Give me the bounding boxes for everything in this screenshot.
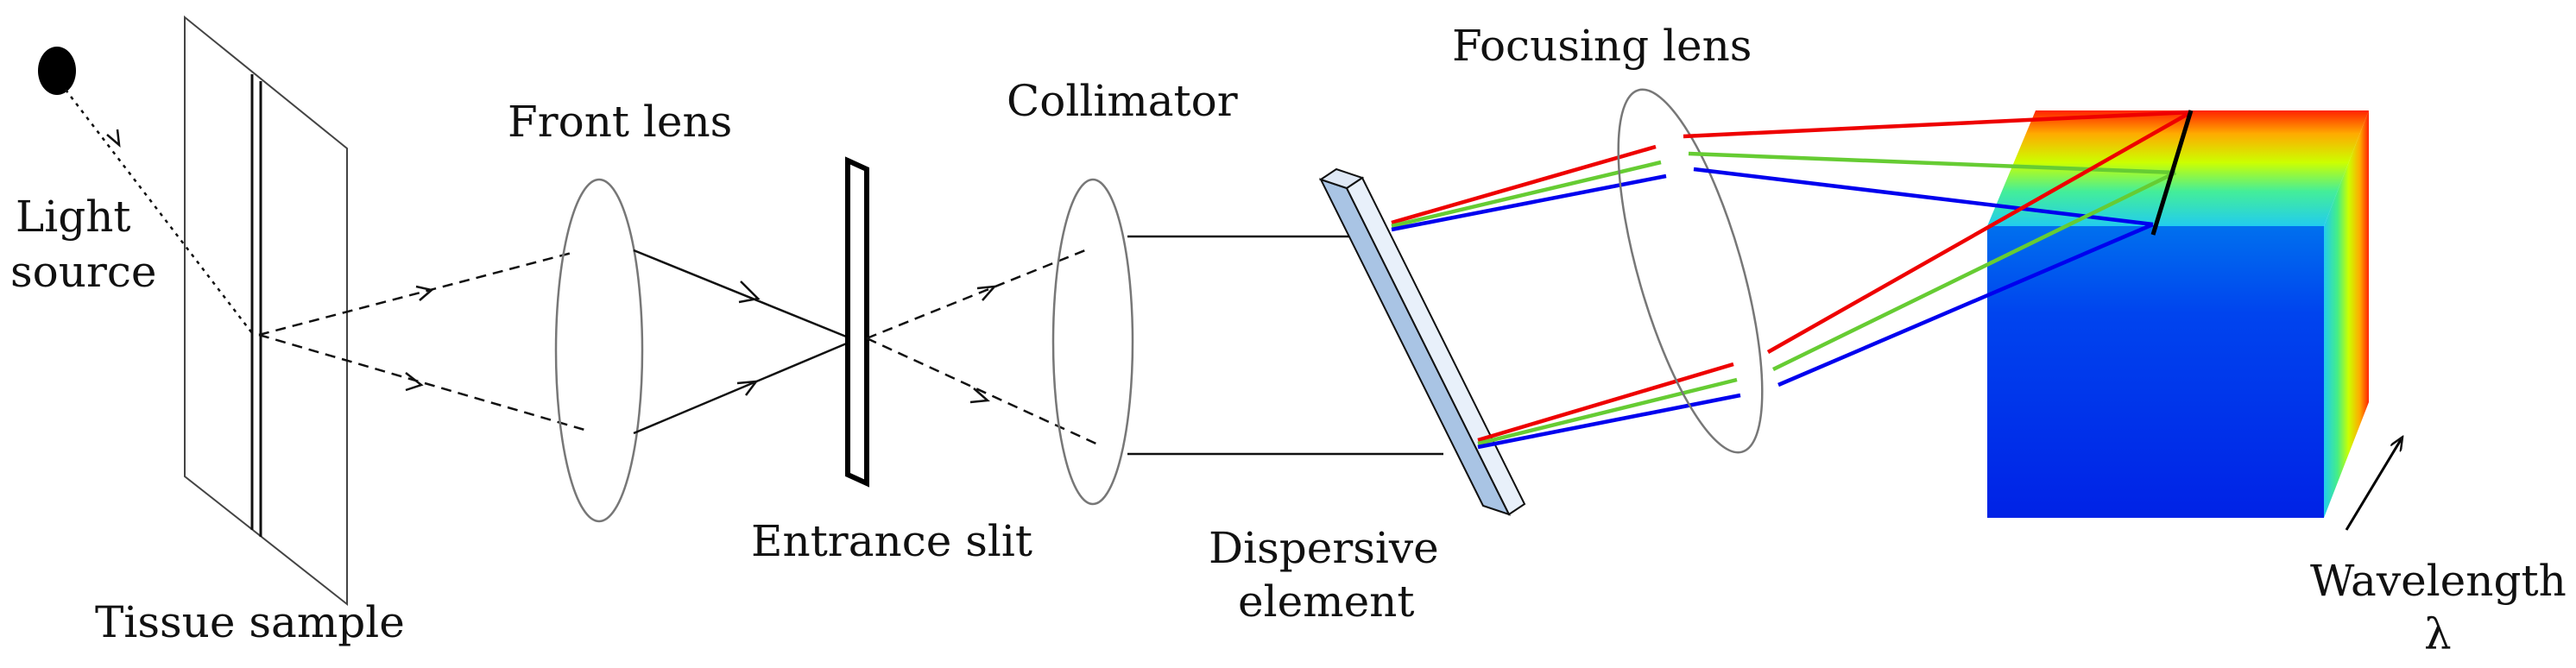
cube-side-face [2324,110,2369,518]
ray-lower-2 [633,338,856,435]
collimator-label: Collimator [1007,76,1238,126]
ray-lower-1-arrow [405,372,424,392]
ray-upper-3 [866,247,1090,340]
ray-lower-2-arrow [736,380,759,396]
ray-lower-3 [866,337,1101,447]
dispersive-element-label-line2: element [1238,577,1414,627]
front-lens [554,178,644,523]
wavelength-label: Wavelength [2310,556,2567,606]
ray-upper-2 [633,249,856,342]
ray-upper-2-arrow [738,280,761,304]
ray-green-lower-b [1772,170,2176,372]
ray-blue-lower-a [1477,393,1741,450]
cube-front-face [1987,226,2324,518]
lambda-label: λ [2424,609,2452,659]
ray-red-lower-a [1477,362,1734,443]
incident-ray-arrow [106,129,121,148]
ray-lower-1 [258,333,591,433]
light-source-label-line1: Light [16,192,131,242]
dispersive-element-front [1319,178,1511,516]
dispersive-element-top [1318,167,1365,190]
tissue-sample [184,15,348,607]
ray-red-upper-b [1683,110,2192,139]
cube-top-face [1987,110,2369,226]
ray-upper-1-arrow [415,285,434,301]
light-source-label-line2: source [10,247,156,297]
ray-upper-3-arrow [976,285,998,301]
focusing-lens [1617,88,1764,454]
hyperspectral-cube [1987,110,2369,518]
ray-blue-lower-b [1777,222,2154,388]
dispersive-element-side [1345,176,1526,516]
focusing-lens-label: Focusing lens [1452,21,1752,71]
ray-blue-upper-b [1693,167,2154,227]
dispersive-element-label-line1: Dispersive [1209,523,1439,573]
ray-red-lower-b [1766,110,2193,354]
ray-green-upper-b [1688,151,2176,175]
light-source [38,47,76,95]
wavelength-arrow [2345,438,2402,531]
entrance-slit [845,156,869,488]
front-lens-label: Front lens [508,97,732,147]
ray-green-upper-a [1391,160,1662,229]
entrance-slit-label: Entrance slit [751,516,1032,566]
spectral-line [2150,110,2194,236]
collimator-lens [1051,178,1134,506]
tissue-sample-label: Tissue sample [95,597,405,647]
ray-red-upper-a [1391,144,1657,225]
ray-upper-1 [258,250,576,337]
ray-green-lower-a [1477,377,1738,446]
ray-lower-3-arrow [969,388,990,404]
